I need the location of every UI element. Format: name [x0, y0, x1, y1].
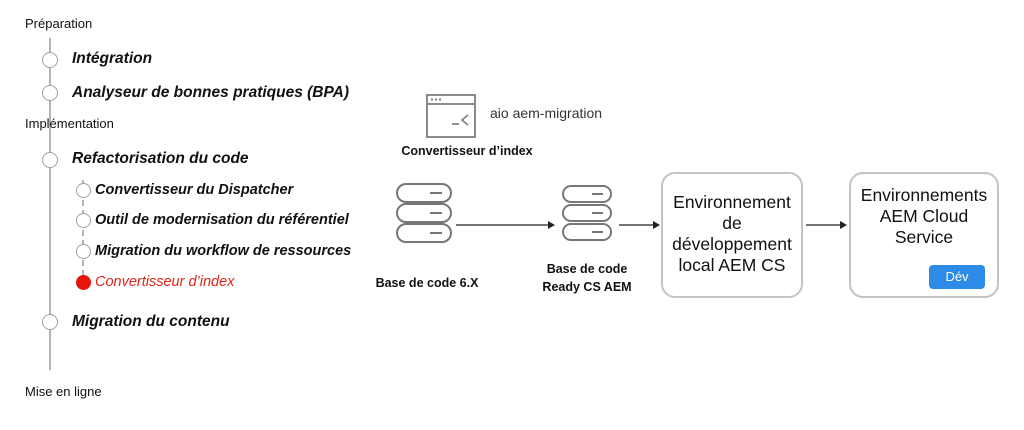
substep-dashed-line [82, 180, 84, 276]
timeline-node-bpa [42, 85, 58, 101]
step-integration: Intégration [72, 50, 153, 67]
substep-dispatcher-converter: Convertisseur du Dispatcher [95, 182, 294, 198]
timeline-node-content-migration [42, 314, 58, 330]
tool-command: aio aem-migration [490, 105, 603, 121]
substep-node-dispatcher [76, 183, 91, 198]
step-content-migration: Migration du contenu [72, 313, 230, 330]
cloud-env-line1: Environnements [860, 185, 988, 205]
timeline-line [49, 38, 51, 370]
local-env-line2: de [722, 213, 742, 233]
local-env-line1: Environnement [673, 192, 791, 212]
step-refactoring: Refactorisation du code [72, 150, 249, 167]
local-dev-environment-box: Environnement de développement local AEM… [661, 172, 803, 298]
substep-node-asset-workflow [76, 244, 91, 259]
step-bpa: Analyseur de bonnes pratiques (BPA) [72, 84, 350, 101]
terminal-window-icon [426, 94, 476, 138]
database-icon-source [396, 183, 452, 243]
section-preparation: Préparation [25, 16, 93, 31]
section-go-live: Mise en ligne [25, 384, 102, 399]
tool-name: Convertisseur d’index [401, 144, 533, 158]
codebase-target-label-line2: Ready CS AEM [542, 280, 632, 294]
substep-node-index-converter [76, 275, 91, 290]
database-icon-target [562, 185, 612, 241]
local-env-line3: développement [672, 234, 792, 254]
timeline-node-refactoring [42, 152, 58, 168]
substep-index-converter: Convertisseur d’index [95, 274, 235, 290]
substep-asset-workflow-migration: Migration du workflow de ressources [95, 243, 352, 259]
dev-environment-badge: Dév [929, 265, 985, 289]
arrow-local-to-cloud [806, 221, 847, 229]
codebase-target-label-line1: Base de code [546, 262, 628, 276]
timeline-node-integration [42, 52, 58, 68]
substep-node-repository [76, 213, 91, 228]
section-implementation: Implémentation [25, 116, 114, 131]
local-env-line4: local AEM CS [678, 255, 786, 275]
substep-repository-modernizer: Outil de modernisation du référentiel [95, 212, 349, 228]
codebase-source-label: Base de code 6.X [375, 276, 479, 290]
arrow-target-to-local [619, 221, 660, 229]
arrow-source-to-target [456, 221, 555, 229]
cloud-env-line3: Service [894, 227, 954, 247]
cloud-env-line2: AEM Cloud [879, 206, 969, 226]
